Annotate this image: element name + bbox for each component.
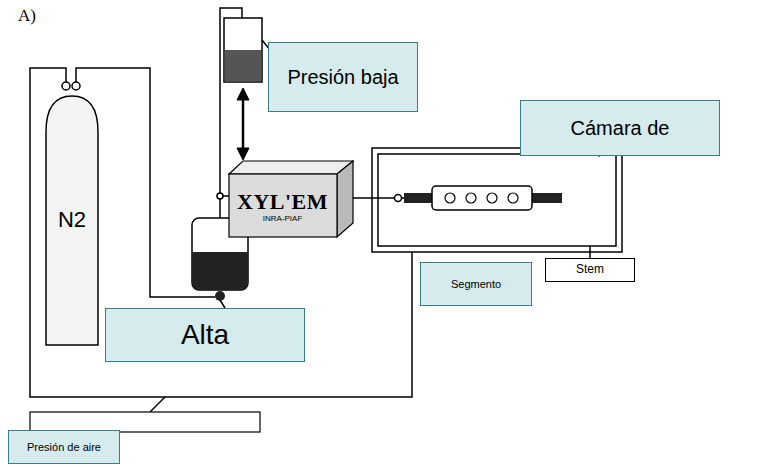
junction	[217, 193, 223, 199]
stem-box: Stem	[545, 258, 635, 282]
valve	[62, 82, 70, 90]
node-label: XYL'EM	[237, 189, 328, 214]
chamber-frame	[378, 154, 616, 246]
callout-box: Alta	[105, 308, 305, 362]
callout-box: Cámara de	[520, 100, 720, 156]
stem-end	[530, 193, 562, 203]
stem-end	[404, 193, 434, 203]
box-side	[337, 161, 353, 237]
leader-line	[220, 300, 225, 308]
node-label: N2	[58, 207, 86, 232]
double-arrow	[242, 96, 245, 150]
node-label: Presión de aire	[27, 441, 101, 454]
air-pressure-unit	[30, 412, 260, 432]
leader-line	[150, 397, 165, 412]
node-label: Stem	[576, 263, 604, 277]
node-sublabel: INRA-PIAF	[263, 214, 303, 223]
port	[466, 193, 476, 203]
box-front	[229, 174, 337, 237]
gas-line	[30, 68, 412, 397]
tank-liquid	[192, 252, 248, 290]
gas-cylinder: N2	[44, 92, 100, 347]
reservoir	[224, 18, 262, 82]
node-label: Cámara de	[571, 117, 670, 140]
chamber-frame	[372, 148, 622, 252]
arrow-head	[237, 88, 249, 100]
port	[508, 193, 518, 203]
reservoir-liquid	[225, 50, 261, 81]
box-top	[229, 161, 353, 174]
panel-label: A)	[18, 6, 36, 26]
port	[487, 193, 497, 203]
node-label: Alta	[181, 319, 229, 351]
instrument-box: XYL'EMINRA-PIAF	[228, 160, 354, 238]
node-label: Presión baja	[287, 66, 398, 89]
valve	[72, 82, 80, 90]
segment-holder	[432, 186, 532, 210]
callout-box: Presión de aire	[8, 430, 120, 464]
arrow-head	[237, 148, 249, 160]
port	[445, 193, 455, 203]
leader-line	[589, 246, 591, 258]
connector	[395, 195, 402, 202]
cylinder-body	[46, 96, 98, 345]
node-label: Segmento	[451, 278, 501, 291]
tank-outlet	[215, 291, 225, 301]
callout-box: Segmento	[420, 262, 532, 306]
callout-box: Presión baja	[268, 42, 418, 112]
